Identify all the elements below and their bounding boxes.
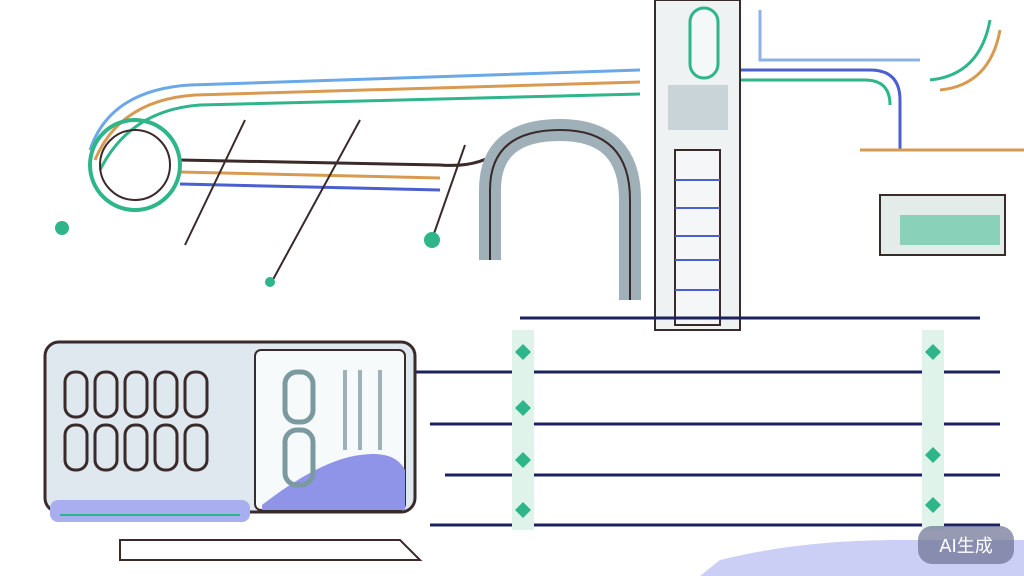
- rods: [184, 119, 466, 286]
- vertical-column: [654, 0, 741, 331]
- rail-posts: [512, 330, 944, 530]
- upper-pipes: [88, 10, 1024, 192]
- coil: [88, 118, 182, 212]
- rails: [415, 316, 1000, 527]
- elbow-pipe: [479, 118, 641, 300]
- bottom-base: [119, 539, 423, 561]
- ai-generated-watermark: AI生成: [918, 526, 1014, 564]
- rod-tips: [55, 221, 440, 287]
- machine-block: [43, 340, 417, 522]
